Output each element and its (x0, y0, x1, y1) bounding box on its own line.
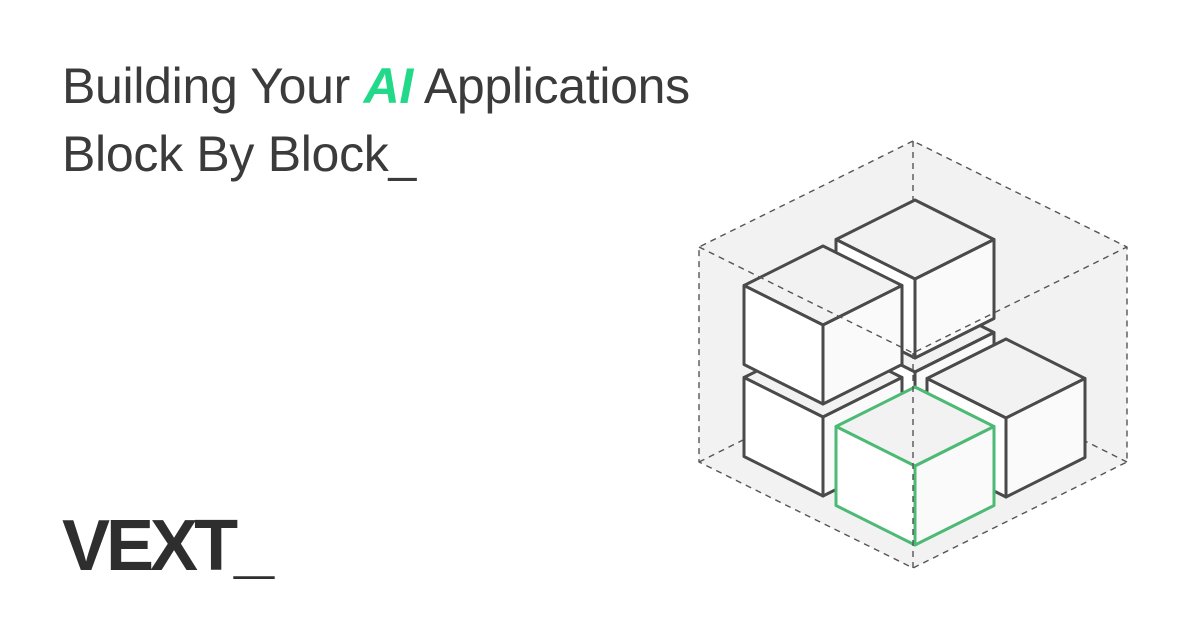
headline-text: Building Your (62, 58, 364, 114)
headline-line-1: Building Your AI Applications (62, 52, 690, 120)
headline: Building Your AI Applications Block By B… (62, 52, 690, 188)
vext-logo: VEXT_ (62, 506, 274, 586)
cube-back-upper-right-face (913, 238, 996, 360)
headline-line-2: Block By Block_ (62, 126, 416, 182)
cube-right-right-face (1004, 377, 1087, 499)
cube-highlighted-green-right-face (913, 425, 996, 547)
headline-text: Applications (413, 58, 690, 114)
headline-accent-ai: AI (363, 58, 414, 114)
container-front-edge (698, 246, 1128, 354)
cube-left-upper-right-face (821, 284, 904, 406)
